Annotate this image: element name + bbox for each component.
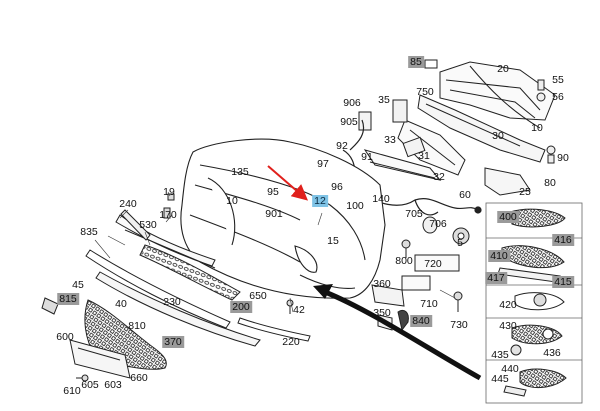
part-number-label: 85 xyxy=(408,56,424,68)
part-number-label: 56 xyxy=(552,91,564,103)
part-number-label: 40 xyxy=(115,298,127,310)
part-number-label: 92 xyxy=(336,140,348,152)
part-number-label: 31 xyxy=(418,150,430,162)
part-number-label: 610 xyxy=(63,385,81,397)
part-number-label: 170 xyxy=(159,209,177,221)
part-number-label: 45 xyxy=(72,279,84,291)
leader-lines xyxy=(94,191,456,313)
part-number-label: 220 xyxy=(282,336,300,348)
part-number-label: 370 xyxy=(162,336,184,348)
part-number-label: 95 xyxy=(267,186,279,198)
part-number-label: 600 xyxy=(56,331,74,343)
part-number-label: 650 xyxy=(249,290,267,302)
part-number-label: 10 xyxy=(226,195,238,207)
part-number-label: 810 xyxy=(128,320,146,332)
part-number-label: 720 xyxy=(424,258,442,270)
part-number-label: 240 xyxy=(119,198,137,210)
part-number-label: 35 xyxy=(378,94,390,106)
part-number-label: 440 xyxy=(501,363,519,375)
part-number-label: 410 xyxy=(488,250,510,262)
trim-strip-part xyxy=(85,209,311,347)
part-number-label: 55 xyxy=(552,74,564,86)
part-number-label: 730 xyxy=(450,319,468,331)
part-number-label: 815 xyxy=(57,293,79,305)
part-number-label: 350 xyxy=(373,307,391,319)
part-number-label: 90 xyxy=(557,152,569,164)
part-number-label: 840 xyxy=(410,315,432,327)
black-callout-arrow xyxy=(313,284,482,381)
part-number-label: 710 xyxy=(420,298,438,310)
part-number-label: 901 xyxy=(265,208,283,220)
bracket-part xyxy=(371,254,460,332)
part-number-label: 750 xyxy=(416,86,434,98)
part-number-label: 416 xyxy=(552,234,574,246)
part-number-label: 435 xyxy=(491,349,509,361)
part-number-label: 705 xyxy=(405,208,423,220)
part-number-label: 12 xyxy=(312,195,328,207)
part-number-label: 30 xyxy=(492,130,504,142)
bumper-cover-part xyxy=(180,138,386,299)
part-number-label: 430 xyxy=(499,320,517,332)
part-number-label: 60 xyxy=(459,189,471,201)
part-number-label: 603 xyxy=(104,379,122,391)
part-number-label: 100 xyxy=(346,200,364,212)
part-number-label: 25 xyxy=(519,186,531,198)
part-number-label: 140 xyxy=(372,193,390,205)
red-pointer-arrow xyxy=(267,165,309,201)
part-number-label: 91 xyxy=(361,151,373,163)
part-number-label: 800 xyxy=(395,255,413,267)
part-number-label: 80 xyxy=(544,177,556,189)
part-number-label: 436 xyxy=(543,347,561,359)
part-number-label: 360 xyxy=(373,278,391,290)
part-number-label: 906 xyxy=(343,97,361,109)
part-number-label: 905 xyxy=(340,116,358,128)
part-number-label: 400 xyxy=(497,211,519,223)
part-number-label: 530 xyxy=(139,219,157,231)
license-plate-bracket-part xyxy=(41,297,131,379)
part-number-label: 135 xyxy=(231,166,249,178)
bumper-carrier-part xyxy=(397,59,556,196)
part-number-label: 42 xyxy=(293,304,305,316)
part-number-label: 835 xyxy=(80,226,98,238)
part-number-label: 200 xyxy=(230,301,252,313)
part-number-label: 660 xyxy=(130,372,148,384)
part-number-label: 15 xyxy=(327,235,339,247)
part-number-label: 420 xyxy=(499,299,517,311)
part-number-label: 19 xyxy=(163,186,175,198)
part-number-label: 706 xyxy=(429,218,447,230)
part-number-label: 10 xyxy=(531,122,543,134)
part-number-label: 417 xyxy=(485,272,507,284)
part-number-label: 32 xyxy=(433,171,445,183)
part-number-label: 20 xyxy=(497,63,509,75)
mounting-rail-part xyxy=(363,149,442,181)
part-number-label: 605 xyxy=(81,379,99,391)
part-number-label: 96 xyxy=(331,181,343,193)
fog-lamp-grille-part xyxy=(497,208,567,397)
part-number-label: 445 xyxy=(491,373,509,385)
part-number-label: 415 xyxy=(552,276,574,288)
fastener-part xyxy=(536,79,556,164)
sensor-bracket-part xyxy=(358,99,426,158)
part-number-label: 33 xyxy=(384,134,396,146)
part-number-label: 5 xyxy=(457,237,463,249)
part-number-label: 97 xyxy=(317,158,329,170)
part-number-label: 230 xyxy=(163,296,181,308)
